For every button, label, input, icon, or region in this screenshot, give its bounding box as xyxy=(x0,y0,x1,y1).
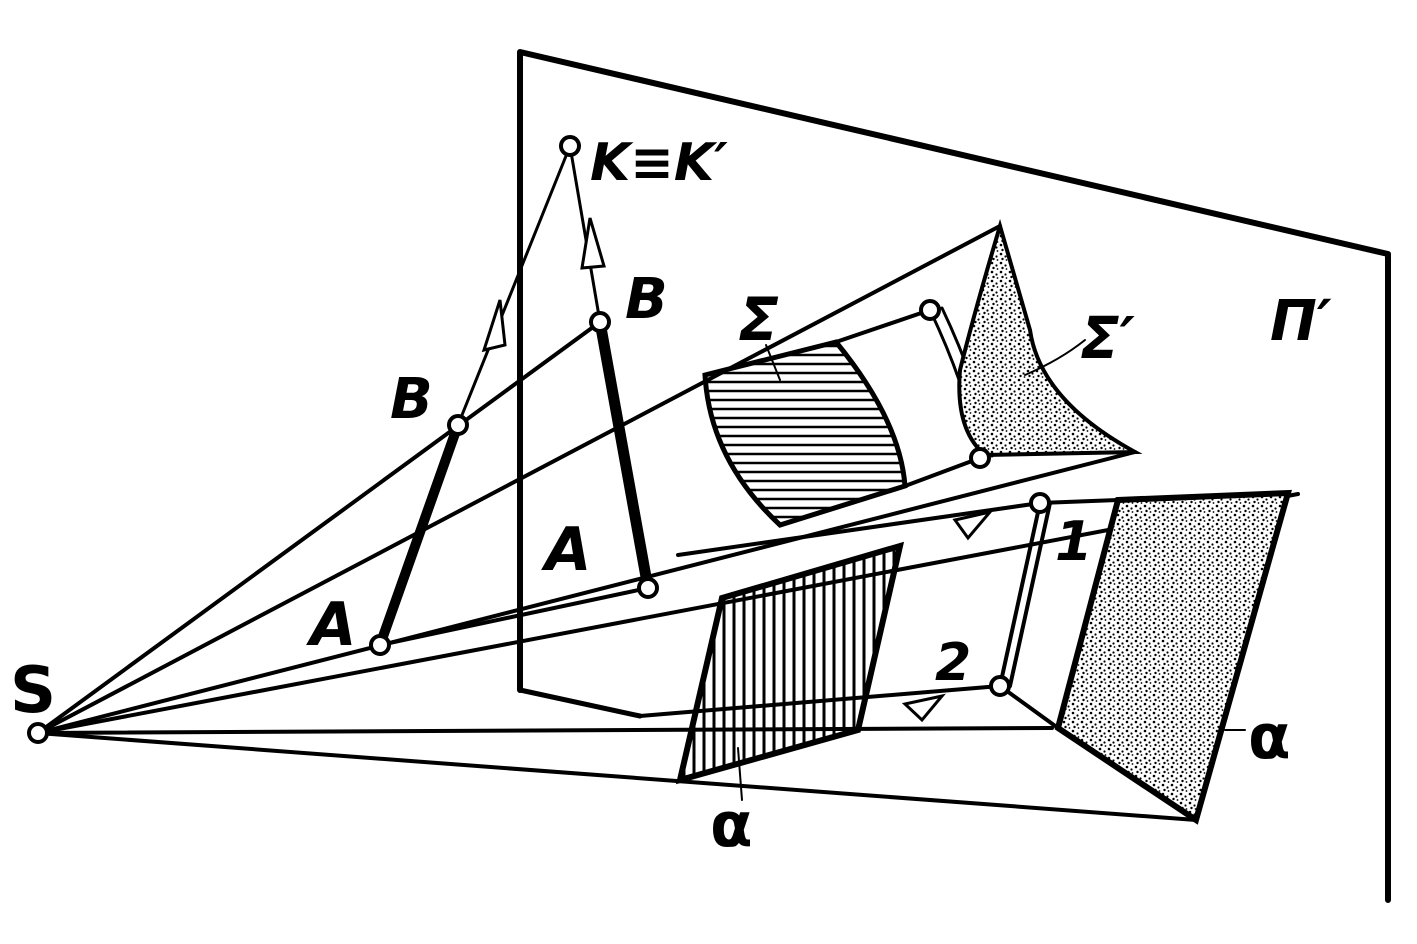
picture-plane xyxy=(517,49,1391,903)
ray-horizontal xyxy=(36,726,1054,735)
ray-to-plane-corner xyxy=(36,492,1300,735)
plane-alpha-dotted xyxy=(1054,489,1293,825)
arrow-right-icon xyxy=(580,217,606,270)
label-pi-prime: Π′ xyxy=(1270,289,1332,354)
plane-alpha-group xyxy=(675,489,1293,825)
point-k xyxy=(559,135,581,157)
label-sigma: Σ xyxy=(738,285,779,355)
line-1-2 xyxy=(998,501,1042,688)
point-2 xyxy=(989,675,1011,697)
surface-sigma xyxy=(702,339,908,528)
points xyxy=(27,135,1051,744)
label-a-left: A xyxy=(306,590,356,660)
label-a-mid: A xyxy=(541,515,591,585)
point-sigma-bottom xyxy=(969,447,991,469)
arrow-left-icon xyxy=(481,299,507,353)
label-2: 2 xyxy=(935,633,971,693)
label-k: K≡K′ xyxy=(590,133,728,193)
label-b-mid: B xyxy=(625,267,668,332)
point-a-left xyxy=(369,634,391,656)
label-b-left: B xyxy=(390,367,433,432)
line-a-a xyxy=(378,586,650,647)
lines-to-k xyxy=(456,144,602,427)
label-sigma-prime: Σ′ xyxy=(1080,304,1135,372)
ray-to-sigma-top xyxy=(36,224,1002,735)
arrow-1-icon xyxy=(952,509,995,541)
label-1: 1 xyxy=(1055,510,1093,573)
segment-ab-mid xyxy=(594,316,654,594)
surface-sigma-prime xyxy=(957,218,1143,458)
point-1 xyxy=(1029,492,1051,514)
label-alpha-bottom: α xyxy=(710,788,753,861)
plane-alpha-hatched xyxy=(675,541,905,785)
ray-to-bottom-corner xyxy=(36,731,1198,822)
point-b-mid xyxy=(589,311,611,333)
ray-to-b-mid xyxy=(36,320,602,735)
point-s xyxy=(27,722,49,744)
surface-sigma-group xyxy=(702,218,1143,528)
point-a-mid xyxy=(637,577,659,599)
arrow-2-icon xyxy=(901,693,946,723)
point-b-left xyxy=(447,414,469,436)
line-a-1 xyxy=(676,501,1042,557)
labels: S K≡K′ B B A A Σ Σ′ Π′ 1 2 α α xyxy=(10,133,1332,861)
segment-ab-left xyxy=(375,420,463,650)
label-alpha-right: α xyxy=(1248,700,1291,773)
label-s: S xyxy=(10,654,56,728)
point-sigma-top xyxy=(919,299,941,321)
ray-to-sigma-bottom xyxy=(36,450,1137,735)
